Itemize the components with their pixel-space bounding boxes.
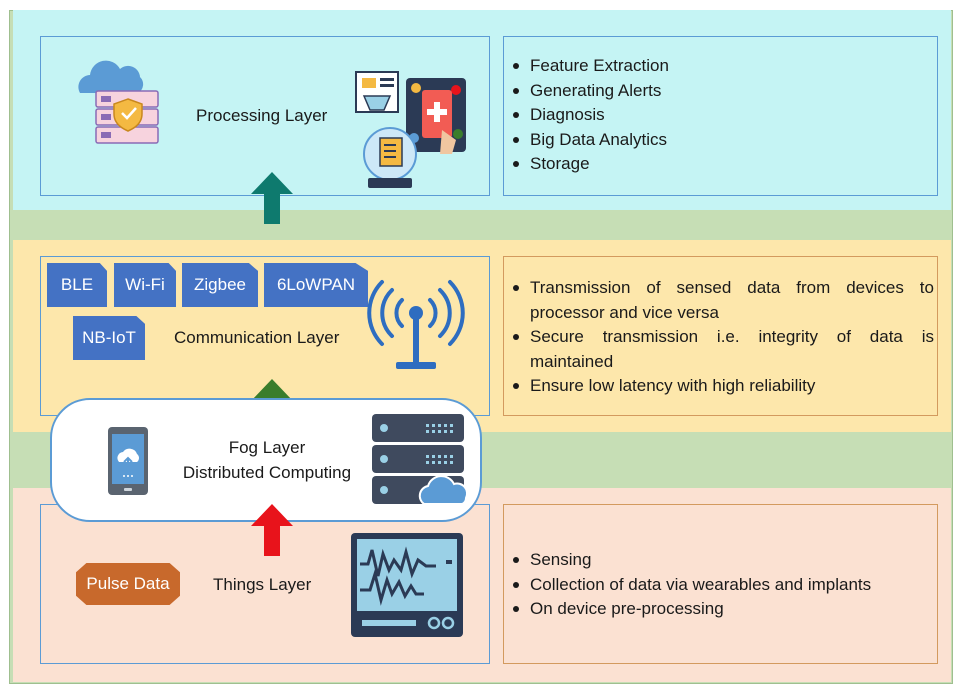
fog-layer-title: Fog Layer: [228, 438, 306, 457]
tag-6lowpan: 6LoWPAN: [264, 263, 368, 307]
fog-layer-subtitle: Distributed Computing: [182, 463, 352, 482]
communication-layer-label: Communication Layer: [174, 328, 340, 347]
communication-bullet: Ensure low latency with high reliability: [510, 374, 934, 399]
smartphone-cloud-icon: [108, 427, 148, 495]
communication-bullets: Transmission of sensed data from devices…: [510, 276, 934, 399]
up-arrow-processing: [251, 172, 293, 224]
processing-bullet: Generating Alerts: [510, 79, 920, 104]
processing-layer-label: Processing Layer: [196, 106, 328, 125]
communication-bullet: Secure transmission i.e. integrity of da…: [510, 325, 934, 374]
processing-bullet: Storage: [510, 152, 920, 177]
things-bullet: Collection of data via wearables and imp…: [510, 573, 934, 598]
up-arrow-things: [251, 504, 293, 556]
tag-ble: BLE: [47, 263, 107, 307]
medical-analytics-icon: [355, 71, 466, 188]
things-bullet: Sensing: [510, 548, 934, 573]
processing-bullet: Diagnosis: [510, 103, 920, 128]
processing-bullets: Feature Extraction Generating Alerts Dia…: [510, 54, 920, 177]
things-bullets-box: [503, 504, 938, 664]
communication-bullet: Transmission of sensed data from devices…: [510, 276, 934, 325]
processing-bullets-box: [503, 36, 938, 196]
antenna-tower-icon: [367, 280, 465, 369]
pulse-data-tag: Pulse Data: [76, 563, 180, 605]
things-bullet: On device pre-processing: [510, 597, 934, 622]
things-layer-label: Things Layer: [213, 575, 312, 594]
cloud-security-server-icon: [78, 60, 159, 144]
things-bullets: Sensing Collection of data via wearables…: [510, 548, 934, 622]
heart-monitor-icon: [351, 533, 463, 637]
processing-bullet: Feature Extraction: [510, 54, 920, 79]
server-cloud-icon: [372, 414, 469, 505]
tag-zigbee: Zigbee: [182, 263, 258, 307]
processing-bullet: Big Data Analytics: [510, 128, 920, 153]
tag-nb-iot: NB-IoT: [73, 316, 145, 360]
processing-band: [13, 10, 951, 210]
communication-bullets-box: [503, 256, 938, 416]
tag-wifi: Wi-Fi: [114, 263, 176, 307]
